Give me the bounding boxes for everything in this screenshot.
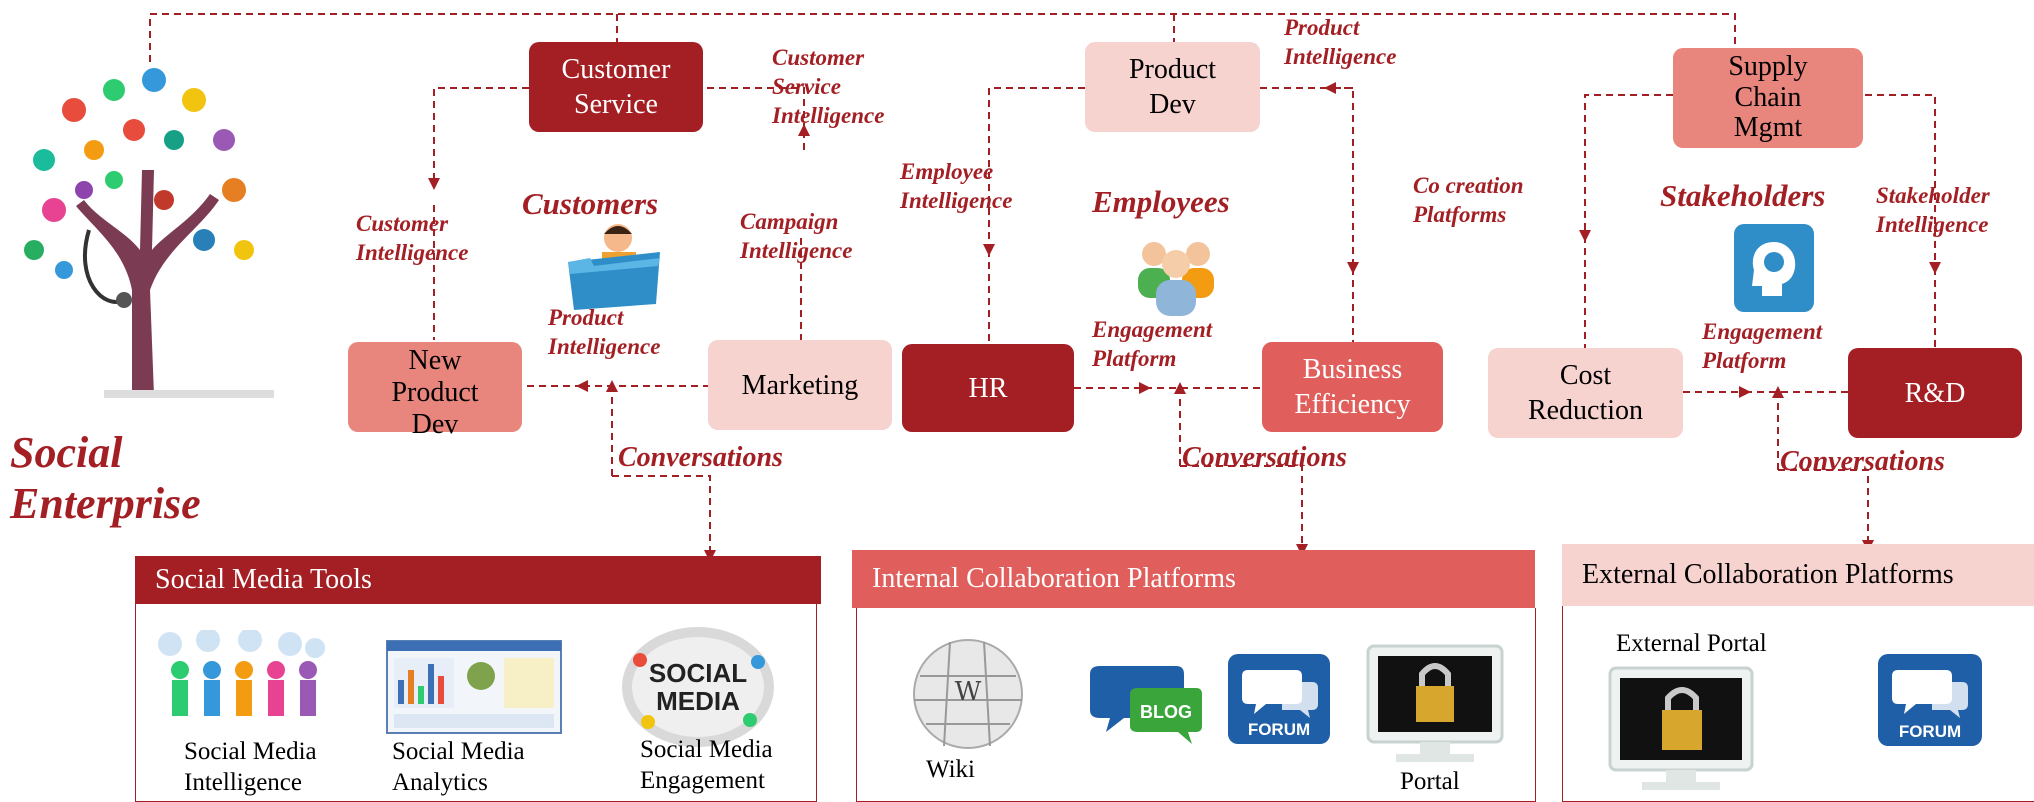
wiki-globe-icon: W <box>913 639 1023 749</box>
label-campaign-intelligence: Campaign Intelligence <box>740 209 853 263</box>
caption-portal: Portal <box>1400 768 1460 795</box>
panel-header-external: External Collaboration Platforms <box>1562 544 2034 606</box>
page-title: Social Enterprise <box>10 428 201 528</box>
group-stakeholders: Stakeholders <box>1660 178 1826 213</box>
social-media-sphere-icon: SOCIAL MEDIA <box>622 627 774 747</box>
label-employee-intelligence: Employee Intelligence <box>900 159 1013 213</box>
blog-bubble-icon: BLOG <box>1090 666 1202 744</box>
label-customer-service-intelligence: Customer Service Intelligence <box>772 45 885 128</box>
caption-wiki: Wiki <box>926 756 975 783</box>
portal-lock-icon <box>1366 644 1504 762</box>
forum-bubble-icon: FORUM <box>1228 654 1330 744</box>
blog-label: BLOG <box>1140 702 1192 722</box>
label-product-intelligence-mid: Product Intelligence <box>548 305 661 359</box>
person-folder-icon <box>568 224 660 310</box>
caption-external-portal: External Portal <box>1616 630 1767 657</box>
group-employees: Employees <box>1092 184 1230 219</box>
label-customer-intelligence: Customer Intelligence <box>356 211 469 265</box>
panel-header-internal: Internal Collaboration Platforms <box>852 550 1535 608</box>
node-marketing: Marketing <box>708 340 892 430</box>
svg-text:W: W <box>955 677 982 707</box>
svg-text:MEDIA: MEDIA <box>656 686 740 716</box>
node-product-dev: Product Dev <box>1085 42 1260 132</box>
forum-label: FORUM <box>1248 720 1310 739</box>
label-product-intelligence-top: Product Intelligence <box>1284 15 1397 69</box>
portal-lock-icon <box>1608 666 1754 790</box>
label-engagement-platform-1: Engagement Platform <box>1092 317 1213 371</box>
node-rnd: R&D <box>1848 348 2022 438</box>
forum-bubble-icon: FORUM <box>1878 654 1982 746</box>
label-conversations-3: Conversations <box>1780 446 1945 477</box>
panel-header-social-media-tools: Social Media Tools <box>135 556 821 604</box>
caption-social-media-analytics: Social Media Analytics <box>392 738 525 797</box>
dashboard-icon <box>386 640 562 734</box>
brain-head-icon <box>1734 224 1814 312</box>
label-engagement-platform-2: Engagement Platform <box>1702 319 1823 373</box>
label-co-creation: Co creation Platforms <box>1413 173 1524 227</box>
label-conversations-2: Conversations <box>1182 442 1347 473</box>
node-hr: HR <box>902 344 1074 432</box>
label-stakeholder-intelligence: Stakeholder Intelligence <box>1876 183 1990 237</box>
group-customers: Customers <box>522 186 659 221</box>
label-conversations-1: Conversations <box>618 442 783 473</box>
node-supply-chain: Supply Chain Mgmt <box>1673 48 1863 148</box>
caption-social-media-engagement: Social Media Engagement <box>640 736 773 795</box>
node-business-efficiency: Business Efficiency <box>1262 342 1443 432</box>
svg-text:SOCIAL: SOCIAL <box>649 658 747 688</box>
node-customer-service: Customer Service <box>529 42 703 132</box>
node-new-product-dev: New Product Dev <box>348 342 522 440</box>
people-chat-icon <box>158 630 325 716</box>
caption-social-media-intelligence: Social Media Intelligence <box>184 738 317 797</box>
group-people-icon <box>1138 242 1214 316</box>
node-cost-reduction: Cost Reduction <box>1488 348 1683 438</box>
tree-of-apps-icon <box>24 68 274 398</box>
forum-label: FORUM <box>1899 722 1961 741</box>
